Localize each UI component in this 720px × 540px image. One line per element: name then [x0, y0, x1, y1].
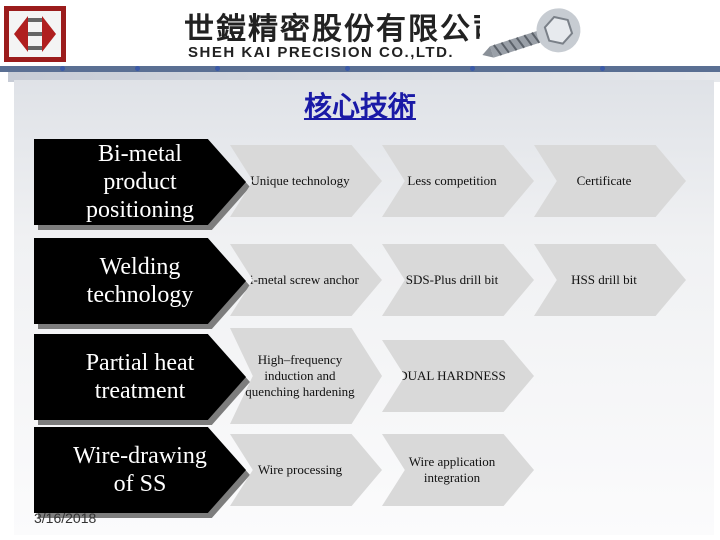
lead-label: Bi-metal product positioning [34, 139, 246, 225]
screw-bolt-icon [480, 2, 590, 76]
chevron-item: High–frequency induction and quenching h… [230, 328, 382, 424]
lead-label: Partial heat treatment [34, 334, 246, 420]
chevron-text: Unique technology [230, 173, 382, 189]
chevron-text: Bi-metal screw anchor [230, 272, 382, 288]
chevron-text: High–frequency induction and quenching h… [230, 352, 382, 400]
chevron-item: Unique technology [230, 145, 382, 217]
header: 世鎧精密股份有限公司 SHEH KAI PRECISION CO.,LTD. [0, 0, 720, 75]
lead-text: Partial heat treatment [65, 349, 215, 405]
lead-label: Wire-drawing of SS [34, 427, 246, 513]
bullet-dot [60, 66, 65, 71]
lead-text: Welding technology [65, 253, 215, 309]
lead-text: Bi-metal product positioning [65, 140, 215, 224]
company-name-en: SHEH KAI PRECISION CO.,LTD. [188, 44, 454, 61]
bullet-dot [600, 66, 605, 71]
bullet-dot [470, 66, 475, 71]
bullet-dot [215, 66, 220, 71]
bullet-dot [345, 66, 350, 71]
chevron-item: Bi-metal screw anchor [230, 244, 382, 316]
lead-label: Welding technology [34, 238, 246, 324]
sk-logo-icon [4, 6, 66, 62]
chevron-text: Wire processing [230, 462, 382, 478]
chevron-item: Wire processing [230, 434, 382, 506]
company-name-cn: 世鎧精密股份有限公司 [184, 4, 504, 48]
bullet-dot [135, 66, 140, 71]
page-title: 核心技術 [0, 85, 720, 125]
lead-text: Wire-drawing of SS [65, 442, 215, 498]
slide-date: 3/16/2018 [34, 510, 96, 526]
